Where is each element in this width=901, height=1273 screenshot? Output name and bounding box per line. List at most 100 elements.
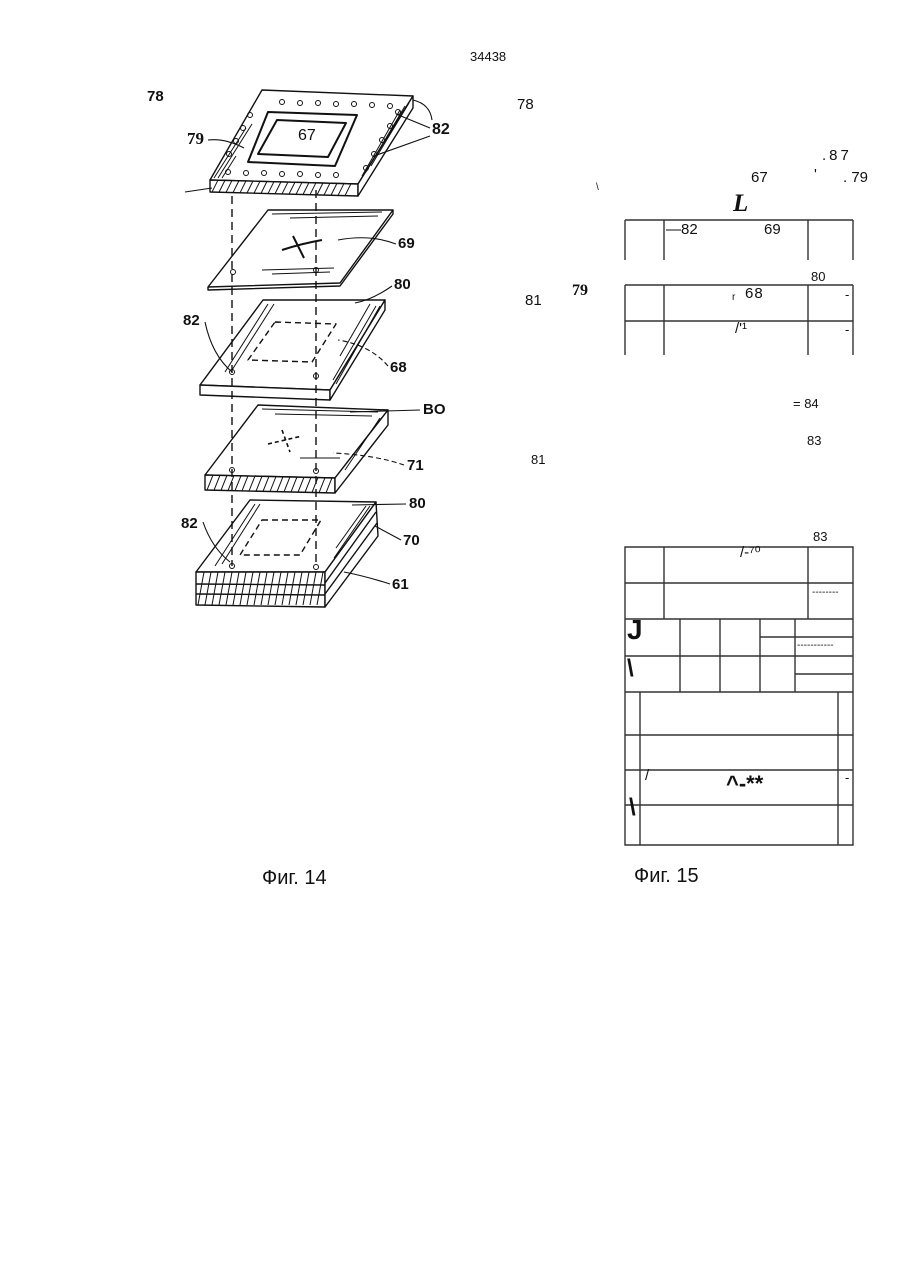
- hatch-line: [261, 572, 267, 605]
- plate-bo-front-face: [205, 475, 335, 493]
- hole: [244, 171, 249, 176]
- hatch-line: [247, 181, 253, 193]
- leader-plate-edge: [185, 188, 212, 192]
- fig15-caret-mark: ^-**: [726, 773, 763, 795]
- leader-71: [333, 453, 404, 465]
- fig15-dash-1: -: [845, 288, 849, 301]
- fig15-backslash-bottom: \: [629, 796, 636, 820]
- hatch-line: [326, 478, 332, 493]
- fig15-slash-mark: /: [645, 768, 649, 783]
- hatch-line: [198, 572, 204, 605]
- plate-bo-top-face: [205, 405, 388, 478]
- leader-79: [208, 140, 244, 148]
- stack-layer-lines: [196, 512, 377, 595]
- element-68-outline: [248, 322, 336, 362]
- hole: [314, 268, 319, 273]
- hatch-line: [303, 183, 309, 195]
- hatch-line: [249, 476, 255, 491]
- hole: [231, 270, 236, 275]
- leader-bo: [350, 410, 420, 412]
- fig15-label-68: 68: [745, 286, 764, 301]
- hatch-line: [226, 180, 232, 192]
- hatch-line: [275, 182, 281, 194]
- plate-69-edge: [208, 210, 393, 290]
- fig15-label-71: /'¹: [735, 321, 747, 336]
- fig15-label-70: /-⁷⁰: [740, 545, 761, 560]
- hatch-line: [254, 181, 260, 193]
- fig14-label-80-upper: 80: [394, 277, 411, 292]
- plate-80-shading: [225, 304, 380, 384]
- hatch-line: [226, 572, 232, 605]
- plate-78-front-face: [210, 180, 358, 196]
- leader-82-middle: [205, 322, 232, 372]
- hole: [230, 468, 235, 473]
- hatch-line: [205, 572, 211, 605]
- hatch-line: [233, 181, 239, 193]
- plate-69-shading: [262, 212, 382, 274]
- fig14-label-bo: BO: [423, 402, 446, 417]
- plate-69: [208, 210, 393, 290]
- hole: [316, 173, 321, 178]
- box-lines: [625, 220, 853, 260]
- plate-69-top-face: [208, 210, 393, 287]
- hole: [234, 139, 239, 144]
- stack-front-face: [196, 572, 325, 607]
- fig14-label-78: 78: [147, 89, 164, 104]
- plate-80-front-face: [200, 385, 330, 400]
- plate-80-side-face: [330, 300, 385, 400]
- fig14-caption: Фиг. 14: [262, 868, 327, 888]
- hatch-line: [247, 572, 253, 605]
- plate-78-side-face: [358, 96, 413, 196]
- page-number: 34438: [470, 50, 506, 63]
- fig14-label-68: 68: [390, 360, 407, 375]
- fig14-label-82-top: 82: [432, 122, 450, 138]
- hole: [230, 370, 235, 375]
- leader-69: [338, 238, 396, 244]
- hatch-line: [289, 572, 295, 605]
- hatch-line: [317, 572, 323, 605]
- grid-rows: [625, 619, 853, 692]
- fig14-label-80-lower: 80: [409, 496, 426, 511]
- fig15-label-78: 78: [517, 97, 534, 112]
- hatch-line: [317, 183, 323, 195]
- hatch-line: [240, 572, 246, 605]
- fig15-label-82: —82: [666, 222, 698, 237]
- fig15-label-87: .87: [822, 148, 852, 163]
- hatch-line: [319, 478, 325, 493]
- fig14-label-67: 67: [298, 128, 316, 144]
- plate-bo-shading: [262, 409, 380, 470]
- hole: [380, 138, 385, 143]
- fig15-label-79-side: 79: [572, 283, 588, 299]
- fig14-label-82-bottom: 82: [181, 516, 198, 531]
- fig15-label-81-upper: 81: [525, 293, 542, 308]
- element-outline-dashed: [240, 520, 321, 555]
- hatch-line: [310, 572, 316, 605]
- plate-80-upper: [200, 300, 385, 400]
- leader-lines-fig14: [185, 100, 432, 584]
- hole: [314, 565, 319, 570]
- plate-bo-side-face: [335, 410, 388, 493]
- fig15-tick-mark: ': [814, 167, 817, 182]
- hatch-line: [212, 180, 218, 192]
- hole: [372, 152, 377, 157]
- hatch-line: [233, 572, 239, 605]
- fig15-letter-j: J: [627, 616, 643, 644]
- figure-14-drawing: [185, 90, 432, 607]
- hatch-line: [282, 572, 288, 605]
- fig14-label-70: 70: [403, 533, 420, 548]
- hatch-line: [256, 476, 262, 491]
- hatch-line: [242, 476, 248, 491]
- hatch-line: [296, 572, 302, 605]
- hatch-line: [338, 183, 344, 195]
- fig15-small-r: r: [732, 293, 735, 303]
- hole: [364, 166, 369, 171]
- hole: [248, 113, 253, 118]
- fig15-dashes-1: --------: [812, 588, 839, 598]
- hatch-line: [219, 180, 225, 192]
- fig15-dash-3: -: [845, 771, 849, 784]
- hatch-line: [212, 572, 218, 605]
- hole: [388, 104, 393, 109]
- fig15-label-81-lower: 81: [531, 453, 545, 466]
- hatch-line: [268, 182, 274, 194]
